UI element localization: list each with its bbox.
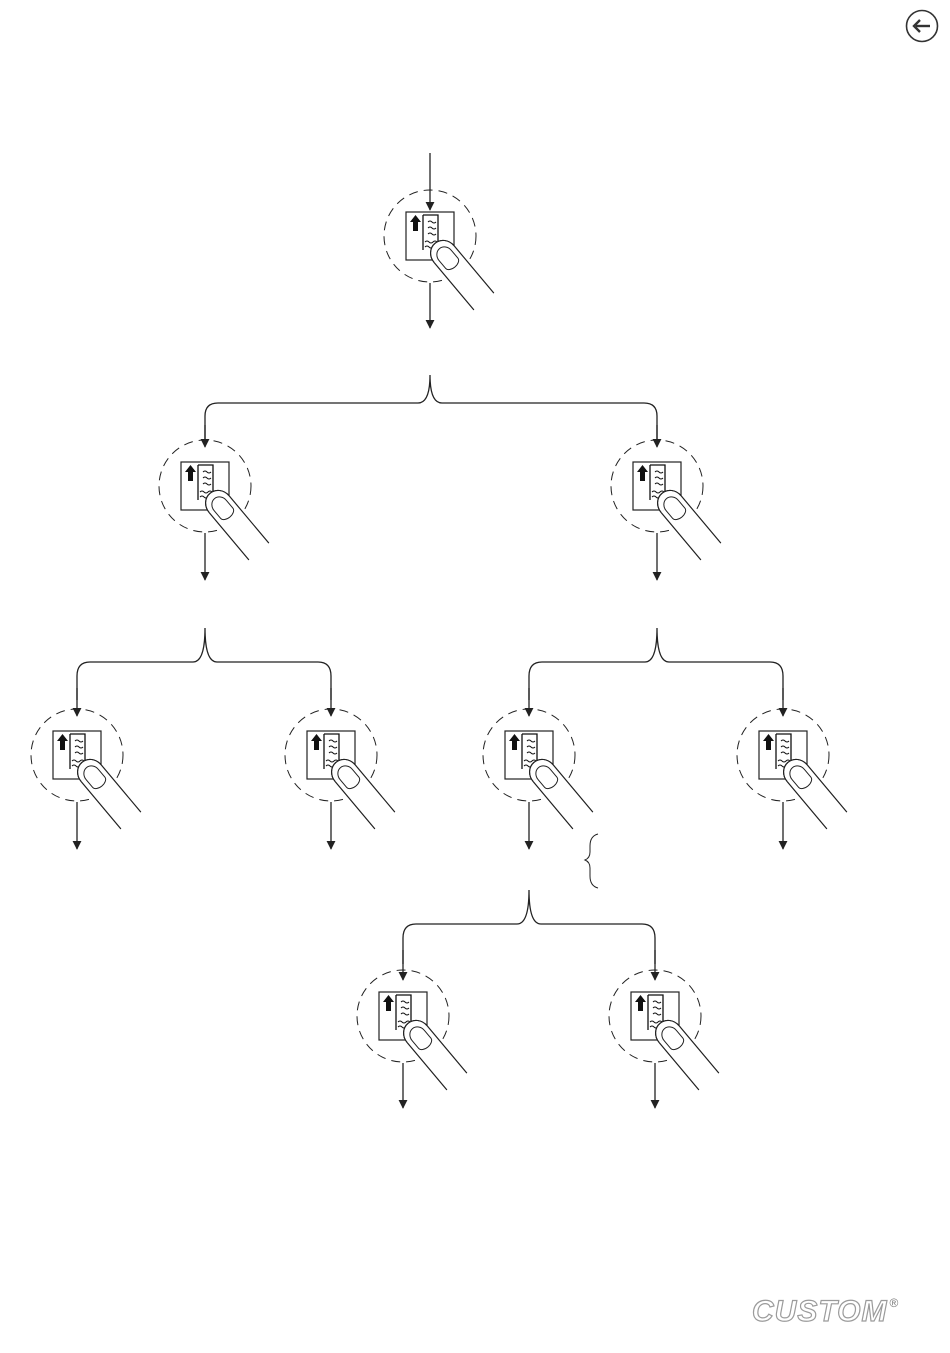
feed-key-node-2b xyxy=(611,440,721,560)
registered-mark: ® xyxy=(889,1296,899,1310)
feed-key-node-3c xyxy=(483,709,593,829)
feed-key-node-4a xyxy=(357,970,467,1090)
logo-text: CUSTOM xyxy=(752,1295,887,1328)
feed-key-node-3b xyxy=(285,709,395,829)
feed-key-node-2a xyxy=(159,440,269,560)
feed-key-node-3d xyxy=(737,709,847,829)
back-arrow-icon[interactable] xyxy=(905,9,939,43)
branch-brace-2a xyxy=(77,628,331,700)
feed-key-node-3a xyxy=(31,709,141,829)
feed-key-node-1 xyxy=(384,190,494,310)
feed-key-node-4b xyxy=(609,970,719,1090)
branch-brace-3 xyxy=(403,890,655,964)
branch-brace-1 xyxy=(205,375,657,440)
custom-logo: CUSTOM® xyxy=(752,1297,899,1327)
branch-brace-2b xyxy=(529,628,783,700)
small-brace xyxy=(585,834,598,888)
